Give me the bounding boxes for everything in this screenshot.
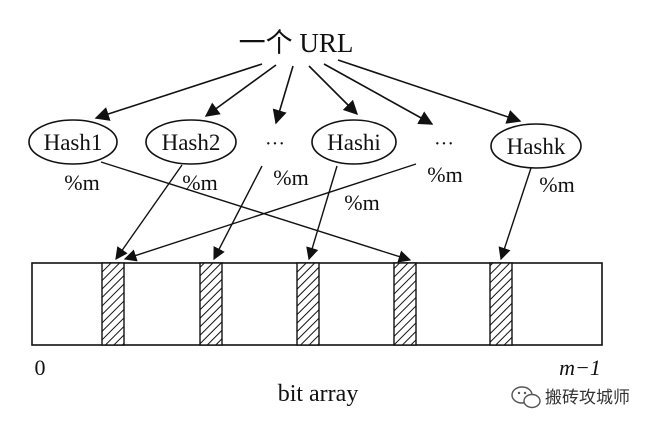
arrow-hash1-to-bit (100, 161, 412, 263)
hashk-node (490, 123, 582, 169)
hashk-label: Hashk (507, 134, 566, 159)
hash-ellipsis-1: ··· (265, 133, 285, 155)
arrow-url-to-hash2 (204, 64, 277, 117)
modulo-label-4: %m (344, 190, 379, 215)
bit-array (31, 262, 603, 346)
arrow-url-to-ellipsis-1 (272, 65, 294, 125)
hash1-node (28, 119, 118, 165)
bit-array-end-index: m−1 (559, 355, 601, 380)
bit-cell-set (296, 262, 320, 346)
bit-cell-set (393, 262, 417, 346)
arrow-url-to-hash1 (94, 63, 263, 121)
hashi-label: Hashi (327, 130, 381, 155)
bit-cell-set (101, 262, 125, 346)
hashi-node (311, 119, 397, 165)
hash-ellipsis-2: ··· (434, 133, 454, 155)
arrow-hashk-to-bit (498, 167, 532, 261)
arrow-url-to-ellipsis-2 (323, 63, 434, 125)
arrow-ellipsis1-to-bit (213, 165, 263, 261)
modulo-label-5: %m (427, 162, 462, 187)
modulo-label-3: %m (273, 165, 308, 190)
source-url-label: 一个 URL (239, 28, 354, 58)
bit-array-start-index: 0 (35, 355, 46, 380)
modulo-label-1: %m (64, 170, 99, 195)
arrow-hash2-to-bit (115, 164, 183, 261)
url-to-hash-arrows (94, 59, 522, 125)
arrow-ellipsis2-to-bit (123, 163, 417, 262)
wechat-icon (511, 386, 541, 409)
hash1-label: Hash1 (44, 130, 103, 155)
hash2-label: Hash2 (162, 130, 221, 155)
hash-to-bit-arrows (100, 161, 532, 263)
watermark-text: 搬砖攻城师 (545, 388, 630, 408)
arrow-hashi-to-bit (306, 165, 338, 261)
watermark: 搬砖攻城师 (511, 386, 630, 409)
modulo-label-6: %m (539, 172, 574, 197)
arrow-url-to-hashk (337, 59, 522, 124)
bit-cell-set (489, 262, 513, 346)
bit-array-label: bit array (278, 381, 359, 407)
hash2-node (145, 119, 237, 165)
bit-cell-set (199, 262, 223, 346)
hash-nodes: Hash1 Hash2 ··· Hashi ··· Hashk (28, 119, 582, 169)
modulo-labels: %m %m %m %m %m %m (64, 162, 574, 215)
modulo-label-2: %m (182, 170, 217, 195)
arrow-url-to-hashi (308, 65, 359, 116)
